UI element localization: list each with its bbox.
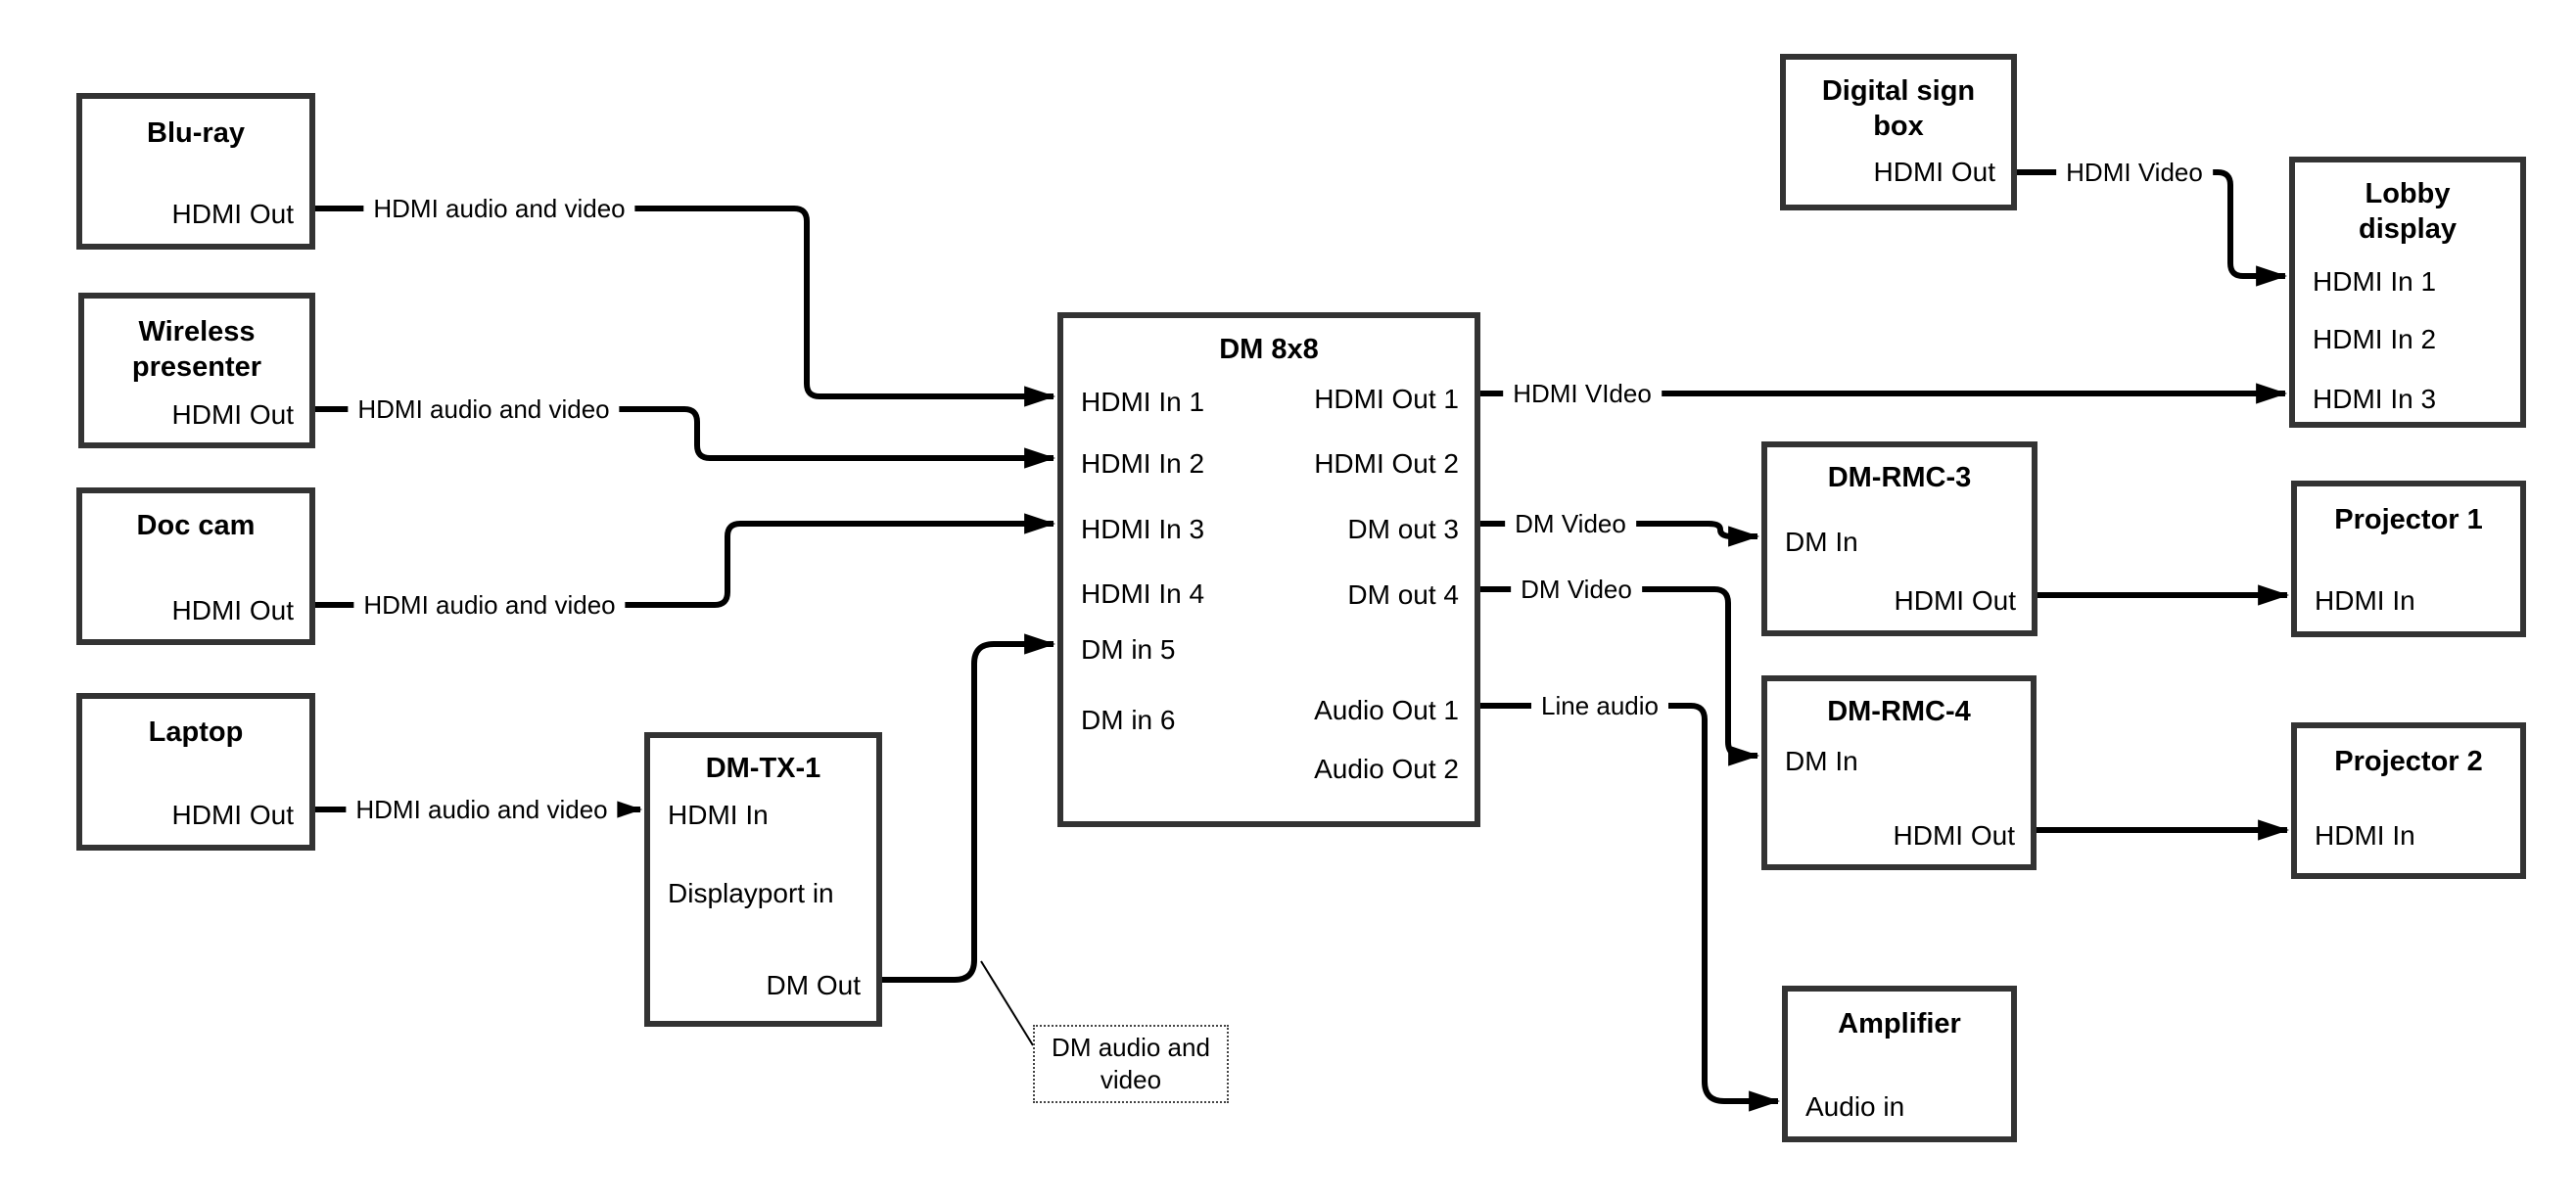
edge-label-hdmi-video-sign: HDMI Video — [2056, 156, 2213, 189]
node-projector-2: Projector 2 HDMI In — [2291, 722, 2526, 879]
port-audio-out-2: Audio Out 2 — [1314, 754, 1459, 784]
node-title: DM 8x8 — [1219, 334, 1319, 365]
port-dm-out-3: DM out 3 — [1347, 514, 1459, 544]
node-doc-cam: Doc cam HDMI Out — [76, 487, 315, 645]
node-title: Projector 1 — [2334, 504, 2483, 535]
node-dm-rmc-3: DM-RMC-3 DM In HDMI Out — [1761, 441, 2037, 636]
port-hdmi-out: HDMI Out — [1894, 585, 2016, 616]
edge-label-bluray: HDMI audio and video — [363, 192, 635, 225]
edge-dm8x8-to-rmc3-line — [1480, 521, 1760, 547]
edge-label-laptop: HDMI audio and video — [346, 793, 618, 826]
port-hdmi-out: HDMI Out — [1893, 820, 2015, 851]
port-dm-out: DM Out — [766, 970, 861, 1000]
port-hdmi-in-1: HDMI In 1 — [1081, 387, 1205, 417]
edge-dm8x8-to-rmc4-line — [1480, 586, 1760, 766]
port-hdmi-out: HDMI Out — [171, 399, 294, 430]
port-hdmi-in: HDMI In — [2315, 585, 2415, 616]
port-audio-out-1: Audio Out 1 — [1314, 695, 1459, 725]
port-dm-in: DM In — [1785, 746, 1858, 776]
port-hdmi-out: HDMI Out — [1873, 157, 1995, 187]
port-audio-in: Audio in — [1805, 1091, 1905, 1122]
edge-dmtx1-to-dm8x8-line — [882, 633, 1056, 983]
node-title: Blu-ray — [147, 117, 245, 149]
annotation-dm-audio-video: DM audio and video — [1033, 1025, 1229, 1103]
node-title: Projector 2 — [2334, 746, 2483, 777]
node-title: Lobby display — [2359, 178, 2457, 245]
edge-wireless-to-dm8x8-line — [315, 406, 1056, 469]
edge-dm8x8-to-amp-line — [1480, 703, 1781, 1112]
port-hdmi-out: HDMI Out — [171, 199, 294, 229]
port-hdmi-in: HDMI In — [668, 800, 769, 830]
node-laptop: Laptop HDMI Out — [76, 693, 315, 851]
node-title: Wireless presenter — [131, 316, 262, 383]
node-dm-8x8: DM 8x8 HDMI In 1 HDMI In 2 HDMI In 3 HDM… — [1057, 312, 1480, 827]
port-hdmi-out: HDMI Out — [171, 800, 294, 830]
node-dm-tx-1: DM-TX-1 HDMI In Displayport in DM Out — [644, 732, 882, 1027]
edge-label-doccam: HDMI audio and video — [353, 588, 626, 622]
node-amplifier: Amplifier Audio in — [1782, 986, 2017, 1142]
port-hdmi-in-4: HDMI In 4 — [1081, 578, 1205, 609]
port-hdmi-in-3: HDMI In 3 — [1081, 514, 1205, 544]
port-dm-in-6: DM in 6 — [1081, 705, 1176, 735]
node-digital-sign-box: Digital sign box HDMI Out — [1780, 54, 2017, 210]
port-displayport-in: Displayport in — [668, 878, 834, 908]
node-bluray: Blu-ray HDMI Out — [76, 93, 315, 250]
port-hdmi-out-1: HDMI Out 1 — [1314, 384, 1459, 414]
edge-bluray-to-dm8x8-line — [315, 206, 1056, 407]
node-dm-rmc-4: DM-RMC-4 DM In HDMI Out — [1761, 675, 2037, 870]
edge-sign-to-lobby-line — [2017, 169, 2288, 287]
annotation-callout-line — [980, 960, 1034, 1046]
node-lobby-display: Lobby display HDMI In 1 HDMI In 2 HDMI I… — [2289, 157, 2526, 428]
edge-label-line-audio: Line audio — [1531, 689, 1668, 722]
edge-doccam-to-dm8x8-line — [315, 513, 1056, 608]
node-wireless-presenter: Wireless presenter HDMI Out — [78, 293, 315, 448]
node-title: Digital sign box — [1821, 75, 1976, 142]
port-hdmi-in: HDMI In — [2315, 820, 2415, 851]
node-title: Doc cam — [136, 510, 256, 541]
edge-label-dm-video-4: DM Video — [1511, 573, 1642, 606]
port-hdmi-in-1: HDMI In 1 — [2313, 266, 2437, 297]
port-hdmi-in-3: HDMI In 3 — [2313, 384, 2437, 414]
port-hdmi-out-2: HDMI Out 2 — [1314, 448, 1459, 479]
node-projector-1: Projector 1 HDMI In — [2291, 481, 2526, 637]
port-hdmi-out: HDMI Out — [171, 595, 294, 625]
port-dm-in-5: DM in 5 — [1081, 634, 1176, 665]
port-dm-out-4: DM out 4 — [1347, 579, 1459, 610]
node-title: DM-RMC-4 — [1827, 696, 1971, 727]
node-title: Laptop — [148, 716, 244, 748]
port-dm-in: DM In — [1785, 527, 1858, 557]
port-hdmi-in-2: HDMI In 2 — [1081, 448, 1205, 479]
node-title: DM-TX-1 — [705, 753, 821, 784]
node-title: DM-RMC-3 — [1827, 462, 1972, 493]
edge-label-dm-video-3: DM Video — [1505, 507, 1636, 540]
edge-label-hdmi-video-out1: HDMI VIdeo — [1503, 377, 1662, 410]
node-title: Amplifier — [1838, 1008, 1961, 1039]
port-hdmi-in-2: HDMI In 2 — [2313, 324, 2437, 354]
edge-label-wireless: HDMI audio and video — [348, 393, 620, 426]
